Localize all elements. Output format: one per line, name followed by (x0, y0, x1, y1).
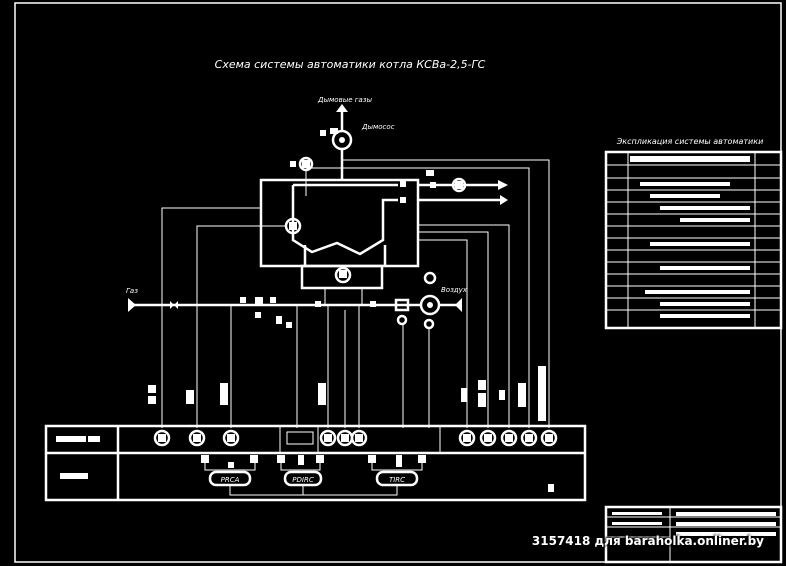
controller-pdirc: PDIRC (277, 455, 324, 487)
controller-prca-label: PRCA (221, 476, 240, 484)
legend-table (604, 150, 783, 330)
controller-prca: PRCA (201, 455, 258, 487)
control-panel (44, 424, 587, 502)
legend-title: Экспликация системы автоматики (616, 137, 764, 146)
gas-label: Газ (126, 287, 138, 295)
controller-tirc-label: TIRC (389, 476, 405, 484)
exhauster-label: Дымосос (361, 123, 395, 131)
outlet-valve-icon (400, 170, 467, 203)
boiler-body (259, 178, 420, 268)
diagram-title: Схема системы автоматики котла КСВа-2,5-… (215, 58, 486, 71)
exhauster-fan-icon (320, 128, 353, 151)
panel-instrument-icons (153, 429, 558, 447)
burner-icon (300, 264, 384, 290)
title-block (604, 505, 783, 564)
watermark-text: 3157418 для baraholka.onliner.by (531, 534, 764, 548)
controller-tirc: TIRC (368, 455, 426, 487)
flue-gas-label: Дымовые газы (317, 96, 372, 104)
air-fan-icon (394, 271, 441, 330)
controller-pdirc-label: PDIRC (292, 476, 314, 484)
marker-blocks (148, 366, 546, 421)
signal-lines (161, 159, 550, 428)
gas-valve-icon (170, 297, 376, 328)
air-label: Воздух (441, 286, 468, 294)
